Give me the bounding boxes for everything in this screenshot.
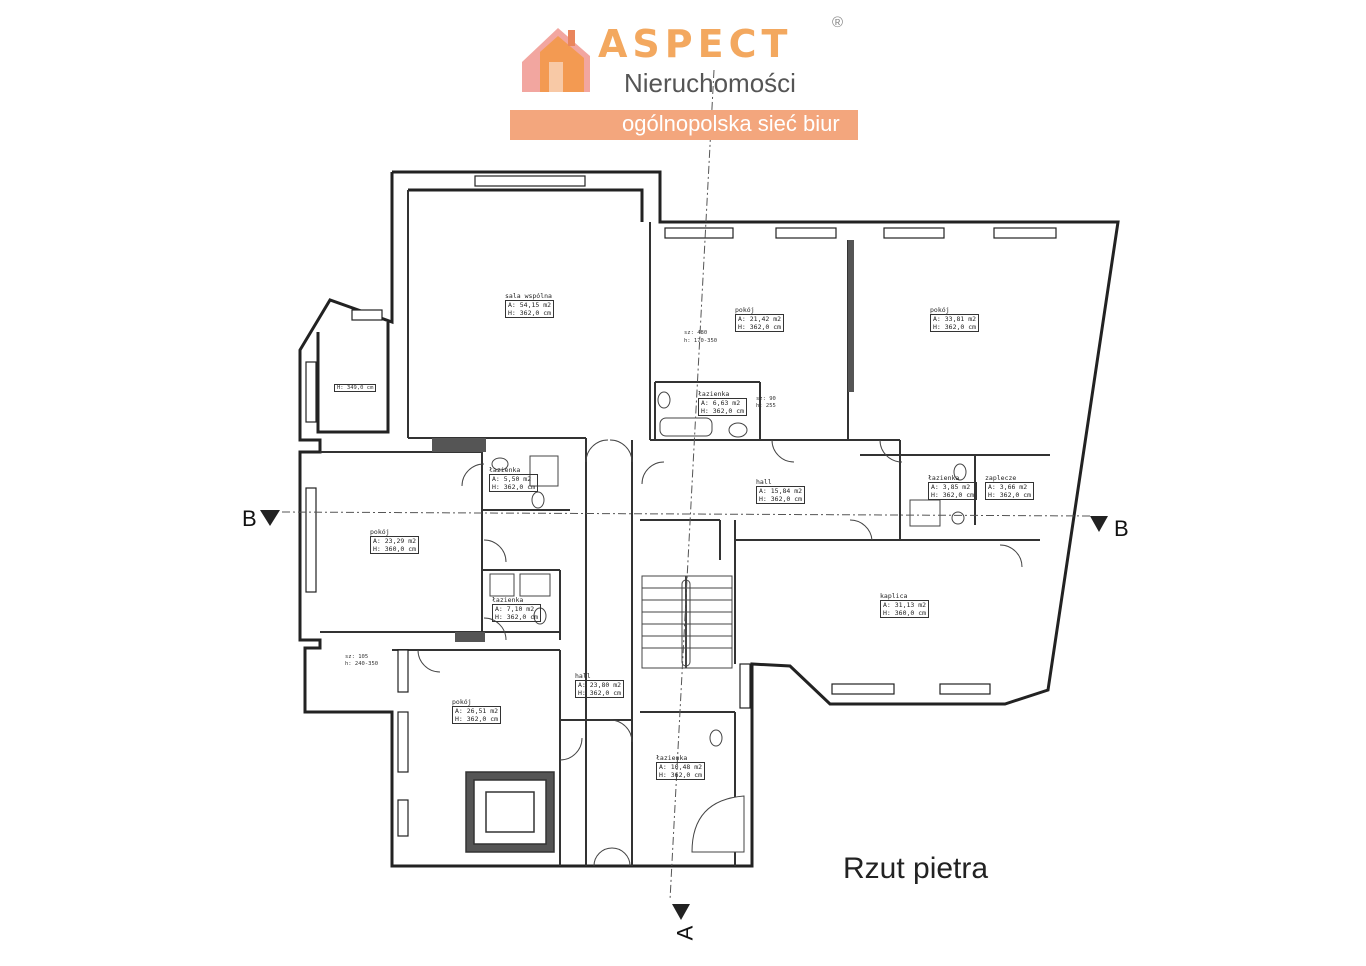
- room-area: A: 26,51 m2: [455, 707, 499, 715]
- room-height: H: 362,0 cm: [455, 715, 499, 723]
- room-area: A: 31,13 m2: [883, 601, 927, 609]
- room-area: A: 15,84 m2: [759, 487, 803, 495]
- room-name: łazienka: [698, 390, 730, 398]
- room-name: kaplica: [880, 592, 908, 600]
- room-height: H: 362,0 cm: [988, 491, 1032, 499]
- room-name: łazienka: [928, 474, 960, 482]
- room-height: H: 362,0 cm: [701, 407, 745, 415]
- room-area: A: 23,80 m2: [578, 681, 622, 689]
- room-height: H: 362,0 cm: [659, 771, 703, 779]
- note-sz-105-h: h: 240-350: [345, 661, 379, 667]
- room-name: łazienka: [489, 466, 521, 474]
- brand-name: ASPECT: [598, 22, 793, 66]
- wall-fills: [432, 240, 854, 642]
- brand-subtitle: Nieruchomości: [624, 68, 796, 98]
- room-height: H: 362,0 cm: [738, 323, 782, 331]
- room-name: pokój: [930, 306, 950, 314]
- room-area: A: 5,50 m2: [492, 475, 532, 483]
- room-name: pokój: [452, 698, 472, 706]
- room-area: A: 7,10 m2: [495, 605, 535, 613]
- room-height: H: 362,0 cm: [931, 491, 975, 499]
- room-height: H: 362,0 cm: [933, 323, 977, 331]
- house-logo-icon: [522, 28, 590, 92]
- room-name: hall: [575, 672, 591, 680]
- note-sz-90: sz: 90: [756, 396, 776, 402]
- fireplace: [465, 771, 555, 853]
- registered-mark: ®: [832, 14, 844, 31]
- room-area: A: 3,66 m2: [988, 483, 1028, 491]
- section-mark-a-bottom: A: [672, 925, 698, 941]
- room-height: H: 362,0 cm: [492, 483, 536, 491]
- section-mark-b-right: B: [1114, 516, 1129, 541]
- room-area: A: 3,85 m2: [931, 483, 971, 491]
- section-mark-b-left: B: [242, 506, 257, 531]
- room-name: sala wspólna: [505, 292, 552, 300]
- windows: [305, 175, 1057, 837]
- room-height: H: 360,0 cm: [883, 609, 927, 617]
- room-height: H: 362,0 cm: [578, 689, 622, 697]
- doors: [417, 439, 1023, 867]
- plan-title: Rzut pietra: [843, 852, 989, 885]
- room-name: łazienka: [656, 754, 688, 762]
- room-area: A: 21,42 m2: [738, 315, 782, 323]
- room-height: H: 360,0 cm: [373, 545, 417, 553]
- brand-tagline-bar: [510, 110, 858, 140]
- brand-tagline: ogólnopolska sieć biur: [622, 111, 840, 136]
- section-lines: [281, 69, 1093, 901]
- staircase: [641, 575, 733, 669]
- room-name: łazienka: [492, 596, 524, 604]
- room-height: H: 362,0 cm: [508, 309, 552, 317]
- note-sz-105: sz: 105: [345, 654, 369, 660]
- room-name: pokój: [370, 528, 390, 536]
- room-name: zaplecze: [985, 474, 1017, 482]
- room-area: A: 6,63 m2: [701, 399, 741, 407]
- room-area: A: 23,29 m2: [373, 537, 417, 545]
- brand-header: ASPECT ® Nieruchomości ogólnopolska sieć…: [510, 14, 860, 144]
- note-sz-480: sz: 480: [684, 330, 708, 336]
- note-sz-90-h: h: 255: [756, 403, 776, 409]
- outer-walls: [298, 170, 1120, 868]
- bathroom-fixtures: [489, 391, 967, 853]
- note-sz-480-h: h: 170-350: [684, 338, 718, 344]
- room-area: A: 33,81 m2: [933, 315, 977, 323]
- room-height: H: 362,0 cm: [759, 495, 803, 503]
- room-height: H: 362,0 cm: [495, 613, 539, 621]
- section-arrows: [260, 510, 1108, 920]
- note-sala-height: H: 349,0 cm: [334, 384, 377, 392]
- room-area: A: 10,48 m2: [659, 763, 703, 771]
- room-name: hall: [756, 478, 772, 486]
- room-area: A: 54,15 m2: [508, 301, 552, 309]
- room-name: pokój: [735, 306, 755, 314]
